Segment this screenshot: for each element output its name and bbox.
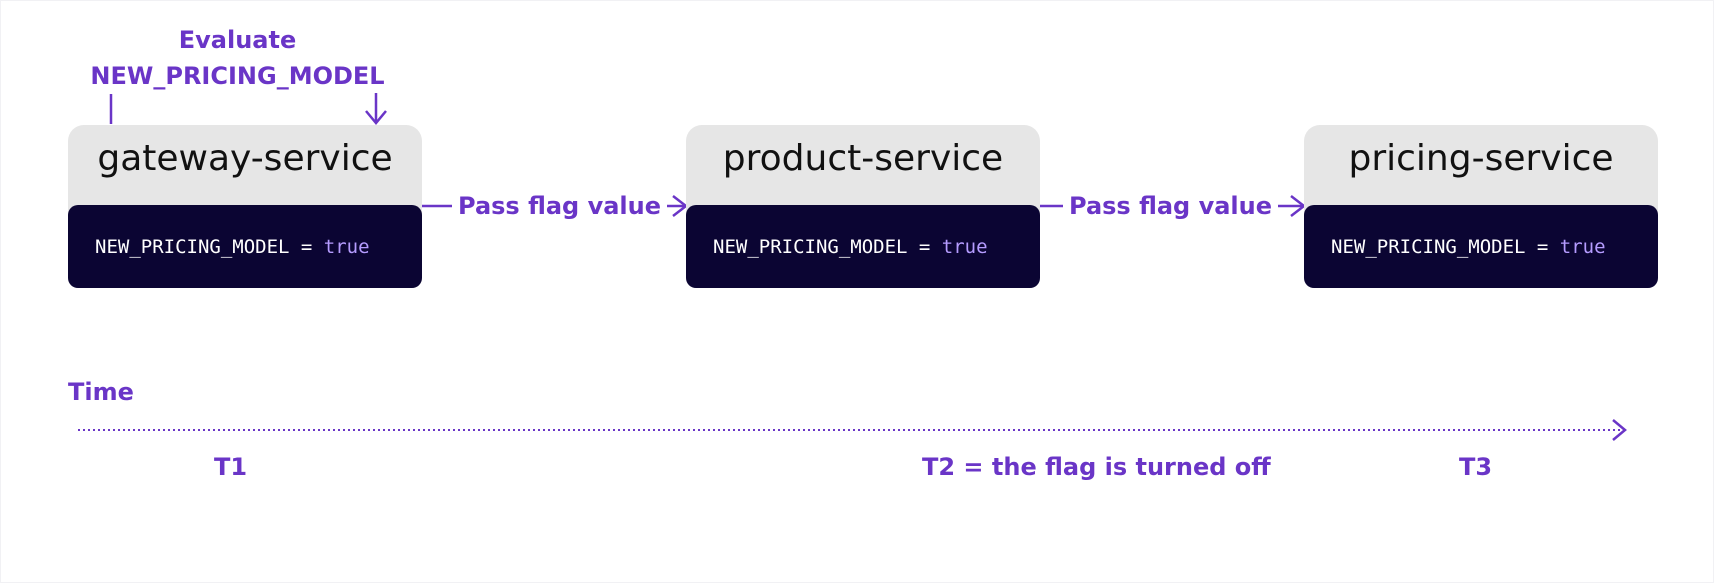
flag-operator: = <box>1525 235 1560 258</box>
evaluate-line-2: NEW_PRICING_MODEL <box>90 62 385 90</box>
service-header: product-service <box>686 125 1040 220</box>
pass-flag-label-2: Pass flag value <box>1063 187 1279 225</box>
service-name: product-service <box>722 138 1004 179</box>
evaluate-line-1: Evaluate <box>178 26 297 54</box>
flag-name: NEW_PRICING_MODEL <box>713 235 908 258</box>
flag-value: true <box>941 235 988 258</box>
flag-value: true <box>1559 235 1606 258</box>
flag-code-block: NEW_PRICING_MODEL = true <box>1304 205 1658 288</box>
evaluate-down-arrow <box>365 93 387 125</box>
timeline-tick-t1: T1 <box>214 453 248 481</box>
timeline-tick-t3: T3 <box>1459 453 1493 481</box>
service-box-pricing: pricing-service NEW_PRICING_MODEL = true <box>1304 125 1658 288</box>
timeline-tick-t2: T2 = the flag is turned off <box>922 453 1271 481</box>
flag-code-block: NEW_PRICING_MODEL = true <box>68 205 422 288</box>
flag-value: true <box>323 235 370 258</box>
service-name: pricing-service <box>1348 138 1614 179</box>
flag-code-block: NEW_PRICING_MODEL = true <box>686 205 1040 288</box>
evaluate-annotation: Evaluate NEW_PRICING_MODEL <box>70 22 405 94</box>
flag-name: NEW_PRICING_MODEL <box>95 235 290 258</box>
service-name: gateway-service <box>97 138 393 179</box>
service-box-product: product-service NEW_PRICING_MODEL = true <box>686 125 1040 288</box>
pass-flag-label-1: Pass flag value <box>452 187 668 225</box>
timeline-label: Time <box>68 378 134 406</box>
flag-operator: = <box>289 235 324 258</box>
timeline-arrow <box>78 419 1627 441</box>
service-header: gateway-service <box>68 125 422 220</box>
service-header: pricing-service <box>1304 125 1658 220</box>
flag-name: NEW_PRICING_MODEL <box>1331 235 1526 258</box>
flag-operator: = <box>907 235 942 258</box>
service-box-gateway: gateway-service NEW_PRICING_MODEL = true <box>68 125 422 288</box>
